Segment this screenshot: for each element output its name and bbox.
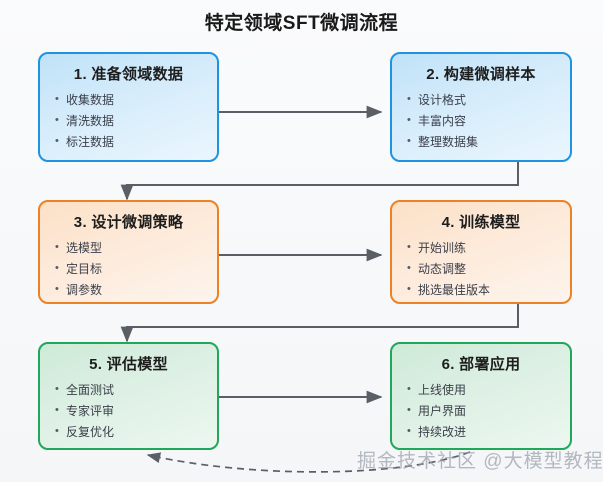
page-title: 特定领域SFT微调流程 bbox=[204, 13, 399, 34]
node-train-model[interactable]: 4. 训练模型 开始训练 动态调整 挑选最佳版本 bbox=[390, 200, 572, 304]
node-title: 1. 准备领域数据 bbox=[73, 66, 184, 83]
node-design-finetune-strategy[interactable]: 3. 设计微调策略 选模型 定目标 调参数 bbox=[38, 200, 219, 304]
node-item-list: 选模型 定目标 调参数 bbox=[50, 237, 207, 301]
node-title: 4. 训练模型 bbox=[441, 214, 521, 231]
list-item: 反复优化 bbox=[54, 421, 207, 443]
list-item: 上线使用 bbox=[406, 379, 560, 401]
node-item-list: 收集数据 清洗数据 标注数据 bbox=[50, 89, 207, 153]
list-item: 用户界面 bbox=[406, 400, 560, 422]
edge-4-to-5 bbox=[120, 303, 519, 343]
list-item: 持续改进 bbox=[406, 421, 560, 443]
watermark: 掘金技术社区 @大模型教程 bbox=[357, 451, 603, 472]
list-item: 全面测试 bbox=[54, 379, 207, 401]
node-deploy-application[interactable]: 6. 部署应用 上线使用 用户界面 持续改进 bbox=[390, 342, 572, 450]
list-item: 专家评审 bbox=[54, 400, 207, 422]
list-item: 开始训练 bbox=[406, 237, 560, 259]
list-item: 动态调整 bbox=[406, 258, 560, 280]
node-build-finetune-samples[interactable]: 2. 构建微调样本 设计格式 丰富内容 整理数据集 bbox=[390, 52, 572, 162]
list-item: 丰富内容 bbox=[406, 110, 560, 132]
list-item: 清洗数据 bbox=[54, 110, 207, 132]
node-item-list: 全面测试 专家评审 反复优化 bbox=[50, 379, 207, 443]
list-item: 设计格式 bbox=[406, 89, 560, 111]
node-evaluate-model[interactable]: 5. 评估模型 全面测试 专家评审 反复优化 bbox=[38, 342, 219, 450]
node-title: 5. 评估模型 bbox=[89, 356, 168, 373]
node-title: 2. 构建微调样本 bbox=[426, 66, 536, 83]
list-item: 定目标 bbox=[54, 258, 207, 280]
list-item: 挑选最佳版本 bbox=[406, 279, 560, 301]
list-item: 标注数据 bbox=[54, 131, 207, 153]
node-title: 6. 部署应用 bbox=[441, 356, 521, 373]
list-item: 整理数据集 bbox=[406, 131, 560, 153]
edge-2-to-3 bbox=[120, 161, 519, 201]
node-prepare-domain-data[interactable]: 1. 准备领域数据 收集数据 清洗数据 标注数据 bbox=[38, 52, 219, 162]
node-item-list: 设计格式 丰富内容 整理数据集 bbox=[402, 89, 560, 153]
node-item-list: 上线使用 用户界面 持续改进 bbox=[402, 379, 560, 443]
list-item: 选模型 bbox=[54, 237, 207, 259]
node-item-list: 开始训练 动态调整 挑选最佳版本 bbox=[402, 237, 560, 301]
list-item: 调参数 bbox=[54, 279, 207, 301]
list-item: 收集数据 bbox=[54, 89, 207, 111]
node-title: 3. 设计微调策略 bbox=[73, 214, 184, 231]
